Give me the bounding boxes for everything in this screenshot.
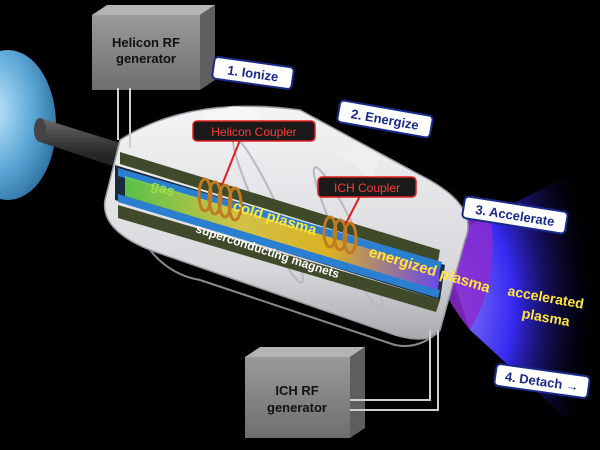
- helicon-generator-label-line2: generator: [116, 51, 176, 66]
- ich-coupler-pointer: [344, 195, 361, 226]
- ich-coupler-label: ICH Coupler: [334, 181, 400, 195]
- helicon-generator-label-line1: Helicon RF: [112, 35, 180, 50]
- step-1-label: 1. Ionize: [226, 62, 279, 84]
- propellant-tank: [0, 50, 56, 200]
- ich-generator-box: [245, 347, 365, 438]
- ich-generator-label-line2: generator: [267, 400, 327, 415]
- gas-label: gas: [149, 177, 177, 200]
- step-boxes: [211, 56, 591, 399]
- helicon-coupler-box: [192, 120, 316, 142]
- helicon-generator-box: [92, 5, 215, 90]
- helicon-coupler-label: Helicon Coupler: [211, 125, 296, 139]
- ich-coil: [322, 215, 358, 255]
- ich-generator-label-line1: ICH RF: [275, 383, 318, 398]
- helicon-coupler-pointer: [221, 139, 241, 186]
- cables: [117, 88, 439, 411]
- ich-coupler-box: [317, 176, 417, 198]
- cutaway-interior: [115, 152, 445, 312]
- helicon-coil: [197, 177, 243, 222]
